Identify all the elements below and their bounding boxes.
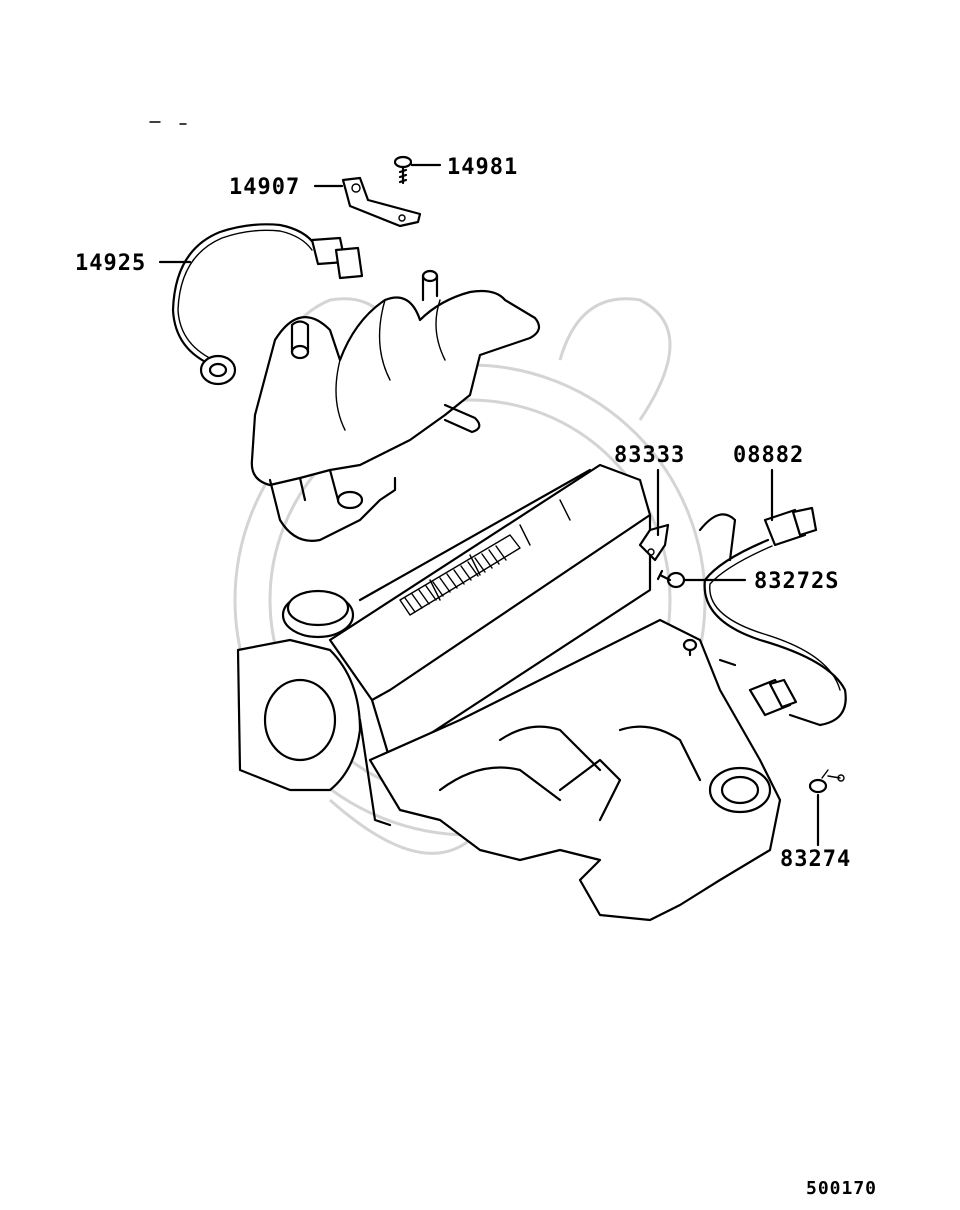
callout-14925: 14925: [75, 251, 146, 276]
harness-08882: [703, 506, 847, 727]
clamp-83333: [638, 523, 670, 562]
bolt-14981: [393, 155, 413, 185]
callout-83333: 83333: [614, 443, 685, 468]
timing-belt-band: [399, 534, 521, 616]
clip-83274: [808, 769, 845, 794]
intake-manifold: [368, 513, 782, 922]
cylinder-head: [236, 463, 652, 827]
bolt-83272s: [656, 569, 686, 589]
callout-83274: 83274: [780, 847, 851, 872]
callout-14907: 14907: [229, 175, 300, 200]
sensor-cable-14925: [171, 223, 364, 386]
figure-id: 500170: [806, 1178, 877, 1199]
callout-83272s: 83272S: [754, 569, 839, 594]
callout-14981: 14981: [447, 155, 518, 180]
leader-lines: [158, 163, 820, 847]
callout-08882: 08882: [733, 443, 804, 468]
exhaust-manifold: [250, 269, 541, 542]
scan-specks: [149, 121, 187, 125]
bracket-14907: [341, 176, 422, 228]
